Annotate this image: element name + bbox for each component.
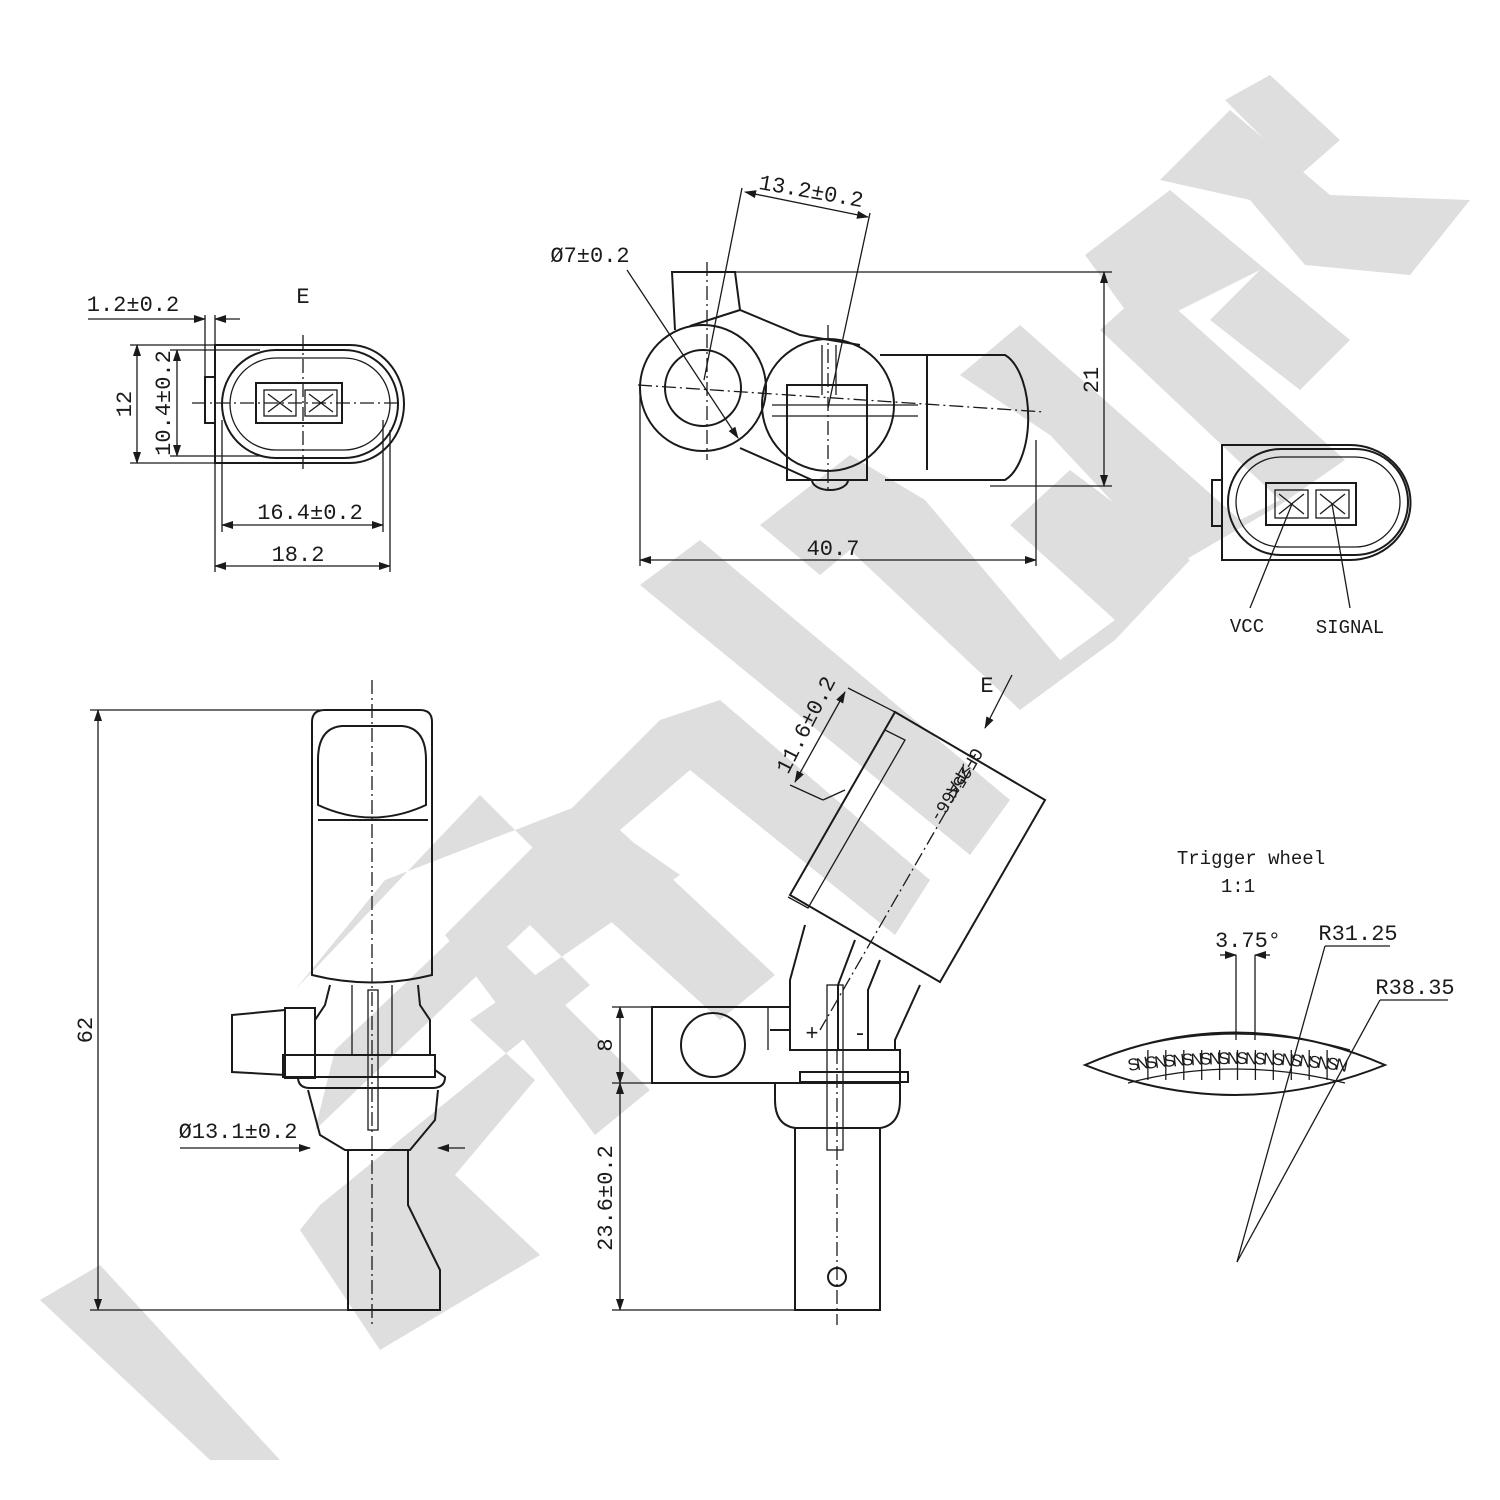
dim-body-diameter: Ø13.1±0.2 <box>179 1120 298 1145</box>
trigger-wheel-pole: N <box>1134 1053 1150 1074</box>
trigger-wheel-title: Trigger wheel <box>1177 848 1325 870</box>
dim-tab-thickness: 1.2±0.2 <box>87 293 179 318</box>
side-view: 62 Ø13.1±0.2 <box>74 680 465 1325</box>
connector-housing-outline <box>214 344 405 464</box>
trigger-wheel-pole: N <box>1190 1049 1204 1069</box>
probe <box>347 1150 441 1311</box>
trigger-wheel-pole: S <box>1307 1052 1321 1073</box>
dim-flange: 8 <box>594 1038 619 1051</box>
front-view: E 1.2±0.2 12 10.4±0.2 16.4±0.2 <box>87 285 405 572</box>
dim-height-inner: 10.4±0.2 <box>152 350 177 456</box>
pin-signal <box>1315 489 1350 519</box>
cable-outlet <box>231 1008 286 1077</box>
trigger-wheel-angle: 3.75° <box>1215 929 1281 954</box>
trigger-wheel-pole: N <box>1227 1049 1239 1068</box>
pin-vcc <box>1274 489 1309 519</box>
dim-length: 40.7 <box>807 537 860 562</box>
angled-connector-head <box>788 710 1047 984</box>
dim-width-inner: 16.4±0.2 <box>257 501 363 526</box>
connector-body <box>311 709 433 984</box>
dim-hole-diameter: Ø7±0.2 <box>550 244 629 269</box>
trigger-wheel-pole: S <box>1144 1052 1158 1073</box>
trigger-wheel-pole: N <box>1153 1052 1168 1073</box>
pin-label-signal: SIGNAL <box>1316 617 1384 639</box>
connector-inner-oval <box>229 357 391 451</box>
polarity-minus: - <box>853 1022 866 1047</box>
front-view-label: E <box>296 285 309 310</box>
trigger-wheel-inner-radius: R31.25 <box>1318 922 1397 947</box>
trigger-wheel-pole: S <box>1254 1049 1266 1069</box>
polarity-plus: + <box>805 1022 818 1047</box>
trigger-wheel-pole: N <box>1208 1049 1221 1068</box>
mounting-hole <box>664 349 742 427</box>
trigger-wheel-pole: S <box>1272 1050 1285 1070</box>
trigger-wheel-pole: S <box>1325 1054 1340 1075</box>
trigger-wheel-pole: S <box>1290 1051 1304 1071</box>
trigger-wheel-pole: N <box>1171 1050 1185 1070</box>
trigger-wheel-scale: 1:1 <box>1221 876 1255 898</box>
trigger-wheel-view: Trigger wheel 1:1 SNSNSNSNSNSNSNSNSNSNSN… <box>1082 848 1455 1263</box>
trigger-wheel-pole: S <box>1236 1049 1248 1068</box>
pinout-tab <box>1211 479 1223 527</box>
mounting-eye <box>639 324 767 452</box>
pinout-view: VCC SIGNAL <box>1211 444 1412 639</box>
dim-probe-length: 23.6±0.2 <box>594 1145 619 1251</box>
dim-offset: 13.2±0.2 <box>757 171 865 214</box>
pin-label-vcc: VCC <box>1230 616 1264 638</box>
trigger-wheel-pole: S <box>1126 1054 1141 1075</box>
dim-height: 21 <box>1080 367 1105 393</box>
dim-total-height: 62 <box>74 1017 99 1043</box>
trigger-wheel-pole: S <box>1200 1049 1212 1069</box>
dim-height-outer: 12 <box>113 391 138 417</box>
trigger-wheel-pole: S <box>1218 1049 1230 1068</box>
dim-width-outer: 18.2 <box>272 543 325 568</box>
mounting-boss <box>670 271 741 331</box>
trigger-wheel-pole: S <box>1163 1051 1177 1071</box>
connector-outer-oval <box>221 349 399 459</box>
angled-view-label: E <box>980 674 993 699</box>
sensor-block <box>786 384 868 481</box>
trigger-wheel-pole: S <box>1181 1050 1194 1070</box>
pinout-cavity <box>1265 482 1357 526</box>
locking-tab <box>204 376 216 424</box>
trigger-wheel-pole: N <box>1334 1055 1350 1076</box>
watermark-logo <box>40 75 1470 1460</box>
trigger-wheel-pole: N <box>1245 1049 1258 1068</box>
trigger-wheel-outer-radius: R38.35 <box>1375 976 1454 1001</box>
trigger-wheel-segment <box>1082 1031 1388 1096</box>
